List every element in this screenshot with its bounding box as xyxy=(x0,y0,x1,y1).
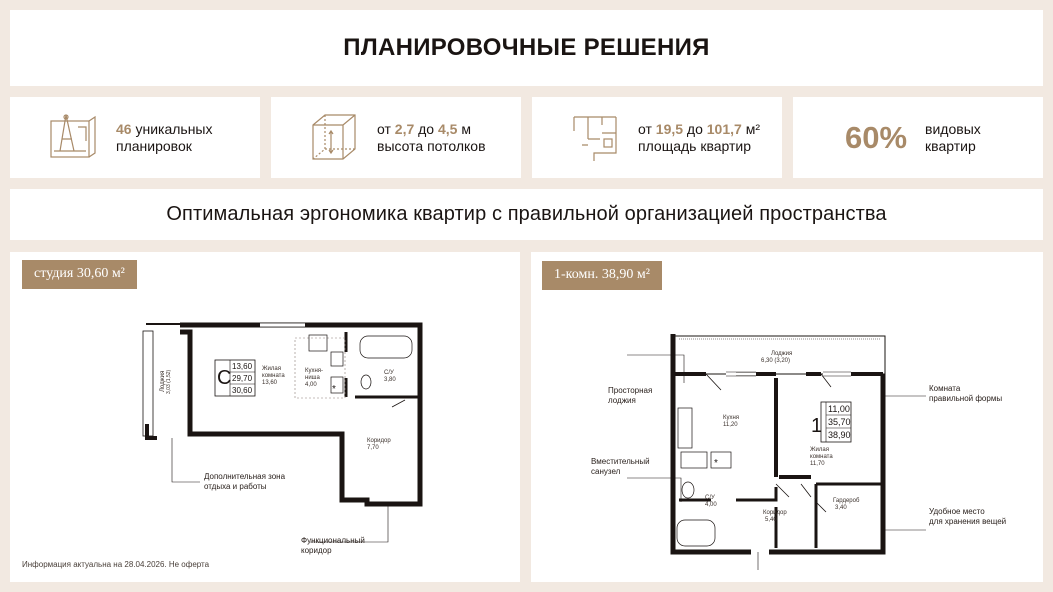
studio-floorplan: * С 13,60 29,70 30,60 Жилая комната 13,6… xyxy=(142,322,423,543)
callout-spacious-loggia-1: Просторная xyxy=(608,386,653,395)
one-room-area-1: 11,00 xyxy=(828,404,850,414)
stat-area: от 19,5 до 101,7 м² площадь квартир xyxy=(532,97,782,178)
one-room-room-label: Жилая xyxy=(810,447,829,453)
studio-callout-corridor-2: коридор xyxy=(301,546,332,555)
studio-room-area: 13,60 xyxy=(262,380,278,386)
studio-area-3: 30,60 xyxy=(232,386,253,395)
one-room-room-label-2: комната xyxy=(810,454,833,460)
studio-area-1: 13,60 xyxy=(232,362,253,371)
title-card: ПЛАНИРОВОЧНЫЕ РЕШЕНИЯ xyxy=(10,10,1043,86)
callout-roomy-bathroom-2: санузел xyxy=(591,467,621,476)
one-room-loggia-label: Лоджия xyxy=(771,351,792,357)
one-room-corridor-label: Коридор xyxy=(763,510,787,516)
ceiling-unit: м xyxy=(457,120,471,137)
studio-kitchen-label: Кухня- xyxy=(305,368,323,374)
one-room-badge: 1-комн. 38,90 м² xyxy=(542,261,662,290)
studio-corridor-label: Коридор xyxy=(367,438,391,444)
one-room-wardrobe-area: 3,40 xyxy=(835,505,847,511)
one-room-kitchen-label: Кухня xyxy=(723,415,739,421)
stat-views: 60% видовых квартир xyxy=(793,97,1043,178)
studio-plan-card: студия 30,60 м² xyxy=(10,252,520,582)
studio-callout-extra-zone-1: Дополнительная зона xyxy=(204,472,286,481)
callout-storage-2: для хранения вещей xyxy=(929,517,1007,526)
one-room-bath-label: С/У xyxy=(705,495,715,501)
one-room-area-2: 35,70 xyxy=(828,417,851,427)
layouts-label-2: планировок xyxy=(116,137,192,154)
callout-roomy-bathroom-1: Вместительный xyxy=(591,457,650,466)
subtitle-card: Оптимальная эргономика квартир с правиль… xyxy=(10,189,1043,240)
studio-kitchen-area: 4,00 xyxy=(305,382,317,388)
layouts-label: уникальных xyxy=(131,120,213,137)
one-room-area-3: 38,90 xyxy=(828,430,851,440)
ceiling-height-cube-icon xyxy=(312,113,356,160)
studio-loggia-label: Лоджия xyxy=(160,371,166,392)
page-title: ПЛАНИРОВОЧНЫЕ РЕШЕНИЯ xyxy=(343,34,710,61)
stat-layouts: 46 уникальных планировок xyxy=(10,97,260,178)
callout-spacious-loggia-2: лоджия xyxy=(608,396,636,405)
area-unit: м² xyxy=(741,120,760,137)
callout-regular-room: Комната правильной формы xyxy=(929,384,1002,404)
disclaimer-note: Информация актуальна на 28.04.2026. Не о… xyxy=(22,560,210,569)
ceiling-from: от xyxy=(377,120,395,137)
views-label: видовых xyxy=(925,120,981,137)
studio-callout-extra-zone-2: отдыха и работы xyxy=(204,482,267,491)
studio-callout-corridor-1: Функциональный xyxy=(301,536,365,545)
floorplan-icon xyxy=(573,115,617,161)
one-room-floorplan: * 1 11,00 35,70 38,90 Лоджия 6,30 (3,20)… xyxy=(627,334,926,570)
callout-storage-1: Удобное место xyxy=(929,507,985,516)
stat-ceiling: от 2,7 до 4,5 м высота потолков xyxy=(271,97,521,178)
area-min: 19,5 xyxy=(655,120,684,137)
one-room-loggia-area: 6,30 (3,20) xyxy=(761,358,790,364)
blueprint-compass-icon xyxy=(50,113,96,158)
ceiling-label: высота потолков xyxy=(377,137,486,154)
subtitle: Оптимальная эргономика квартир с правиль… xyxy=(166,203,887,225)
studio-corridor-area: 7,70 xyxy=(367,445,379,451)
callout-regular-room-1: Комната xyxy=(929,384,961,393)
one-room-corridor-area: 5,40 xyxy=(765,517,777,523)
callout-spacious-loggia: Просторная лоджия xyxy=(608,386,652,406)
studio-freezer-icon: * xyxy=(332,384,336,395)
one-room-room-area: 11,70 xyxy=(810,461,825,467)
ceiling-to: до xyxy=(414,120,438,137)
callout-roomy-bathroom: Вместительный санузел xyxy=(591,457,650,477)
studio-code-letter: С xyxy=(217,367,231,389)
ceiling-max: 4,5 xyxy=(437,120,458,137)
studio-callout-extra-zone: Дополнительная зона отдыха и работы xyxy=(204,472,285,492)
one-room-freezer-icon: * xyxy=(714,458,718,469)
studio-bath-area: 3,80 xyxy=(384,377,396,383)
area-from: от xyxy=(638,120,656,137)
studio-callout-corridor: Функциональный коридор xyxy=(301,536,365,556)
views-label-2: квартир xyxy=(925,137,976,154)
studio-kitchen-label-2: ниша xyxy=(305,375,320,381)
area-to: до xyxy=(683,120,707,137)
studio-room-label-2: комната xyxy=(262,373,285,379)
one-room-code-number: 1 xyxy=(811,415,822,437)
layouts-count: 46 xyxy=(116,120,132,137)
one-room-kitchen-area: 11,20 xyxy=(723,422,738,428)
studio-loggia-area: 3,03 (1,52) xyxy=(166,369,172,394)
views-percent: 60% xyxy=(845,119,908,155)
one-room-bath-area: 4,00 xyxy=(705,502,717,508)
studio-bath-label: С/У xyxy=(384,370,394,376)
area-label: площадь квартир xyxy=(638,137,752,154)
studio-area-2: 29,70 xyxy=(232,374,253,383)
one-room-plan-card: 1-комн. 38,90 м² xyxy=(531,252,1043,582)
callout-storage: Удобное место для хранения вещей xyxy=(929,507,1006,527)
callout-regular-room-2: правильной формы xyxy=(929,394,1003,403)
ceiling-min: 2,7 xyxy=(394,120,415,137)
studio-room-label: Жилая xyxy=(262,366,281,372)
studio-loggia-rail xyxy=(142,330,154,437)
one-room-wardrobe-label: Гардероб xyxy=(833,498,860,504)
studio-badge: студия 30,60 м² xyxy=(22,260,137,289)
area-max: 101,7 xyxy=(706,120,742,137)
